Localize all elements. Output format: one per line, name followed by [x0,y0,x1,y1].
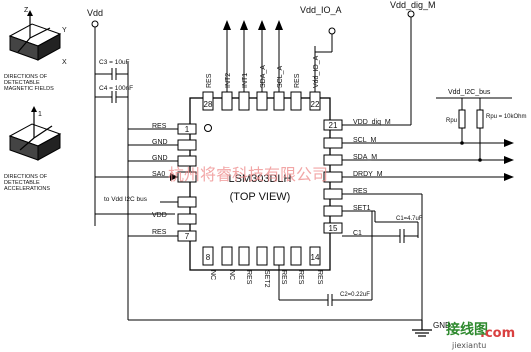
bottom-pin-label-2: NC [228,270,235,280]
c4-label: C4 = 100nF [99,85,133,92]
top-pin-label-4: SDA_A [260,65,267,88]
top-pin-label-6: RES [294,73,301,88]
c2-label: C2=0.22uF [340,292,370,298]
left-pin-label-6: VDD [152,212,167,219]
bottom-pin-pads [202,246,321,266]
acceleration-orientation-legend: 1 DIRECTIONS OF DETECTABLE ACCELERATIONS [4,106,62,192]
rpu-right-label: Rpu = 10kOhm [486,114,527,120]
top-pin-label-7: Vdd_IO_A [313,55,320,88]
left-pin-label-5: to Vdd I2C bus [104,196,148,203]
bottom-pin-label-1: NC [209,270,216,280]
axis-y-label: Y [62,27,67,34]
vdd-io-a-label: Vdd_IO_A [300,5,342,15]
top-pin-label-3: INT1 [242,73,249,88]
top-pin-label-2: INT2 [225,73,232,88]
pin-number-15: 15 [329,224,338,233]
accel-caption-line-2: DETECTABLE [4,180,40,186]
bottom-wiring [278,211,373,306]
watermark-site-dom: .com [480,326,515,341]
right-pin-pads [323,119,343,234]
chip-part-label: LSM303DLH [229,173,292,185]
magnetic-orientation-legend: Z Y X DIRECTIONS OF DETECTABLE MAGNETIC … [4,7,67,92]
right-pin-label-6: SET1 [353,205,371,212]
watermark-site-cn: 接线图 [446,321,488,338]
left-wiring [95,128,178,237]
gnd-label: GND [433,321,451,330]
chip-view-label: (TOP VIEW) [230,191,291,203]
vdd-i2c-bus-label: Vdd_I2C_bus [448,89,491,96]
vdd-dig-m-label: Vdd_dig_M [390,0,436,10]
c3-label: C3 = 10uF [99,59,130,66]
right-arrows [504,139,514,181]
bottom-pin-label-3: RES [245,270,252,285]
left-pin-label-1: RES [152,123,167,130]
magnetic-caption-line-1: DIRECTIONS OF [4,74,48,80]
pin-number-22: 22 [311,100,320,109]
bottom-pin-label-4: SET2 [263,270,270,288]
left-pin-label-7: RES [152,229,167,236]
accel-caption-line-1: DIRECTIONS OF [4,174,48,180]
vdd-label: Vdd [87,8,103,18]
pin-number-14: 14 [311,253,320,262]
right-junctions [460,141,482,162]
left-pin-label-3: GND [152,155,168,162]
right-pin-label-3: SDA_M [353,154,377,161]
chip-package [189,97,331,271]
top-wiring [226,27,336,92]
top-pin-label-5: SCL_A [277,65,284,88]
left-pin-pads [177,123,197,242]
right-pin-label-2: SCL_M [353,137,377,144]
top-pin-pads [202,91,321,111]
pin-number-28: 28 [204,100,213,109]
right-pin-label-5: RES [353,188,368,195]
pin-number-21: 21 [329,121,338,130]
vdd-rail [91,20,422,321]
right-pin-label-1: VDD_dig_M [353,119,391,126]
axis-z-label: Z [24,7,29,14]
top-pin-label-1: RES [206,73,213,88]
bottom-pin-label-6: RES [297,270,304,285]
c1-label: C1=4.7uF [396,216,423,222]
sa0-arrow [170,173,178,181]
accel-mark-1: 1 [38,111,42,118]
watermark-site-en: jiexiantu [451,341,486,350]
rpu-left-label: Rpu [446,118,457,124]
magnetic-caption-line-2: DETECTABLE [4,80,40,86]
watermark-company-text: 杭州将睿科技有限公司 [168,165,328,184]
left-pin-label-2: GND [152,139,168,146]
right-pin-label-4: DRDY_M [353,171,383,178]
axis-x-label: X [62,59,67,66]
bottom-pin-label-5: RES [280,270,287,285]
ground-symbol [412,320,432,337]
pin-number-8: 8 [206,253,211,262]
right-wiring [342,10,512,320]
top-arrows [223,20,283,30]
pin-number-1: 1 [185,125,190,134]
bottom-pin-label-7: RES [316,270,323,285]
left-pin-label-4: SA0 [152,171,165,178]
right-pin-label-7: C1 [353,230,362,237]
accel-caption-line-3: ACCELERATIONS [4,186,50,192]
magnetic-caption-line-3: MAGNETIC FIELDS [4,86,54,92]
pin-number-7: 7 [185,232,190,241]
